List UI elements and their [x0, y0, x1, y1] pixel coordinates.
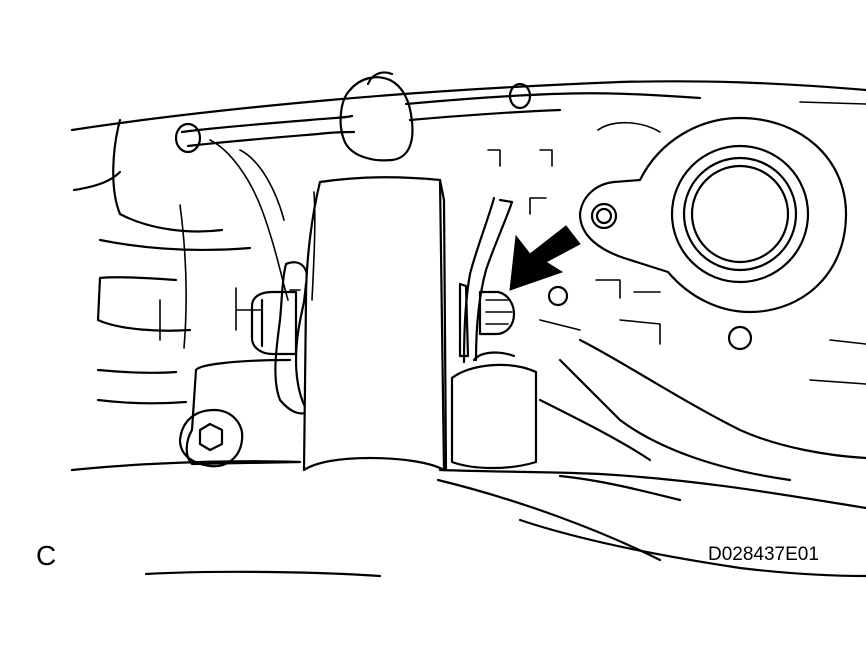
drawing-code: D028437E01: [708, 544, 819, 565]
wiring-harness: [174, 71, 702, 162]
left-fastener: [250, 261, 310, 415]
background-engine-lines: [70, 80, 866, 405]
detail-ticks: [487, 149, 661, 345]
lower-cover-lines: [70, 338, 866, 578]
central-mount: [302, 176, 448, 472]
hex-bolt-head: [198, 422, 224, 452]
view-label: C: [36, 540, 57, 571]
flange-port: [547, 101, 866, 351]
pointer-arrow: [509, 225, 581, 291]
left-bracket: [178, 358, 302, 468]
fastener-bolt: [450, 196, 538, 470]
